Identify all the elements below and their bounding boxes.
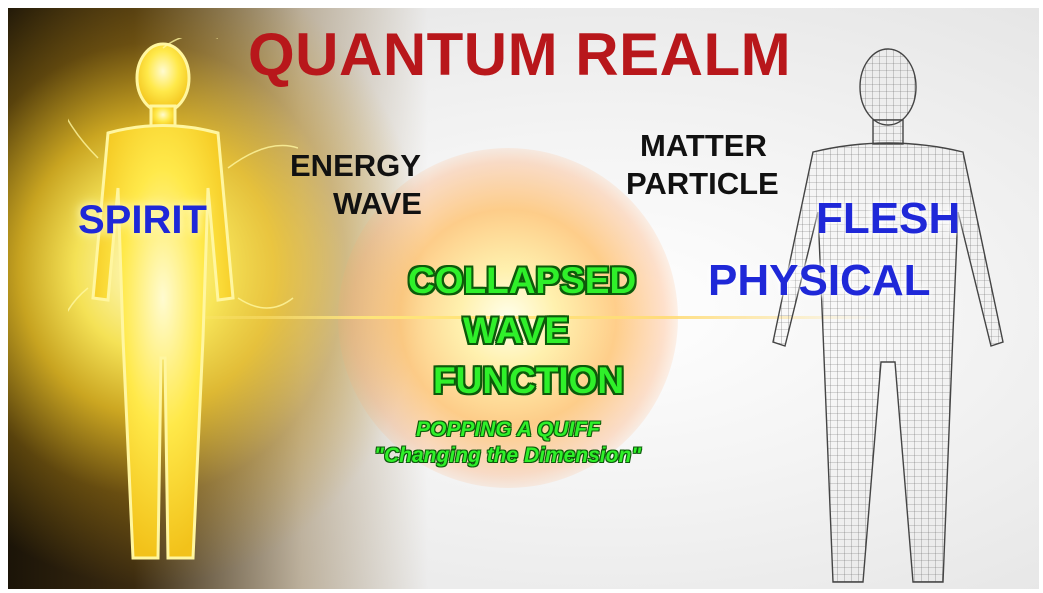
changing-caption: "Changing the Dimension" [374,444,642,467]
flesh-label: FLESH [816,194,961,243]
particle-label: PARTICLE [626,166,779,201]
spirit-label: SPIRIT [78,198,207,242]
wave-function-wave-label: WAVE [463,310,570,351]
physical-label: PHYSICAL [708,256,931,305]
popping-caption: POPPING A QUIFF [416,418,600,441]
slide-canvas: QUANTUM REALM SPIRIT ENERGY WAVE MATTER … [8,8,1039,589]
light-beam [158,316,878,319]
wireframe-figure [772,48,1004,583]
matter-label: MATTER [640,128,767,163]
energy-label: ENERGY [290,148,421,183]
function-label: FUNCTION [433,360,625,401]
slide-title: QUANTUM REALM [248,21,792,88]
spirit-figure [68,38,298,560]
wave-label: WAVE [333,186,422,221]
collapsed-label: COLLAPSED [408,260,637,301]
